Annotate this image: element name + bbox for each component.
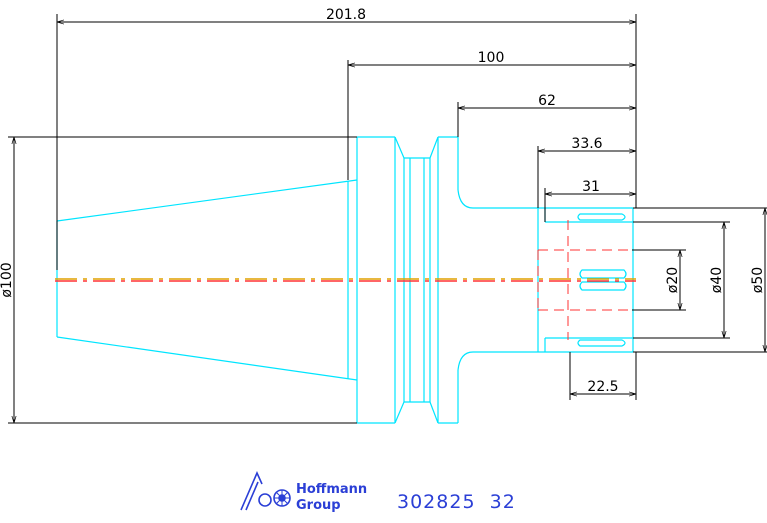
dim-length-62: 62 [538,93,556,109]
flange [356,136,459,424]
hoffmann-group-logo: Hoffmann Group [240,471,367,513]
dim-diameter-50: ø50 [750,267,766,293]
taper-shank [56,179,358,381]
dim-diameter-100: ø100 [0,262,15,297]
dim-length-100: 100 [478,50,505,66]
hidden-bore-lines [537,220,632,340]
dim-length-31: 31 [582,179,600,195]
collet-nose [457,189,634,371]
dim-overall-length: 201.8 [326,7,366,23]
hoffmann-group-logo-icon [240,471,291,511]
dim-length-33-6: 33.6 [571,136,602,152]
dimension-labels: 201.8 100 62 33.6 31 22.5 ø100 ø20 ø40 ø… [0,7,766,395]
dimension-lines [8,14,767,424]
brand-name-line1: Hoffmann [296,482,367,497]
toolholder-outline [56,136,634,424]
dim-length-22-5: 22.5 [587,379,618,395]
brand-name-line2: Group [296,498,341,513]
part-number: 302825 32 [397,491,516,513]
centerline [55,278,636,282]
dim-diameter-40: ø40 [709,267,725,293]
dim-diameter-20: ø20 [665,267,681,293]
